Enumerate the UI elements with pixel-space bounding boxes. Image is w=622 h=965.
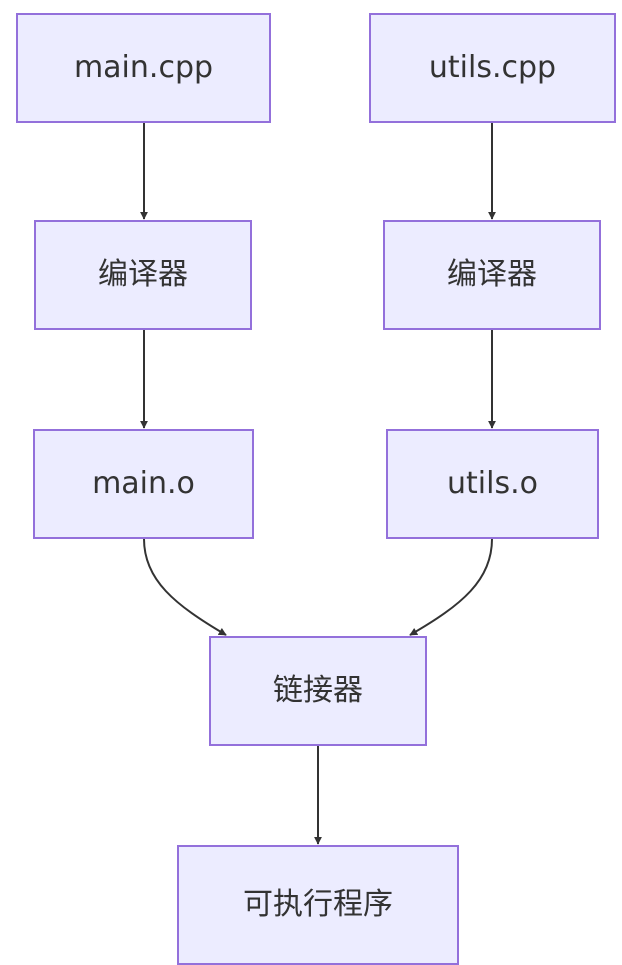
node-utils-cpp-label: utils.cpp bbox=[428, 50, 557, 85]
node-compiler-right: 编译器 bbox=[383, 220, 601, 330]
node-compiler-right-label: 编译器 bbox=[447, 257, 537, 292]
node-linker-label: 链接器 bbox=[273, 673, 363, 708]
node-utils-o-label: utils.o bbox=[447, 466, 538, 501]
edge-utils-o-to-linker bbox=[409, 538, 493, 636]
node-utils-cpp: utils.cpp bbox=[369, 13, 616, 123]
node-linker: 链接器 bbox=[209, 636, 427, 746]
node-main-o-label: main.o bbox=[92, 466, 195, 501]
node-compiler-left: 编译器 bbox=[34, 220, 252, 330]
node-main-cpp: main.cpp bbox=[16, 13, 271, 123]
node-executable: 可执行程序 bbox=[177, 845, 459, 965]
node-utils-o: utils.o bbox=[386, 429, 599, 539]
node-executable-label: 可执行程序 bbox=[243, 887, 393, 922]
node-main-o: main.o bbox=[33, 429, 254, 539]
node-main-cpp-label: main.cpp bbox=[73, 50, 214, 85]
edge-main-o-to-linker bbox=[143, 538, 227, 636]
node-compiler-left-label: 编译器 bbox=[98, 257, 188, 292]
